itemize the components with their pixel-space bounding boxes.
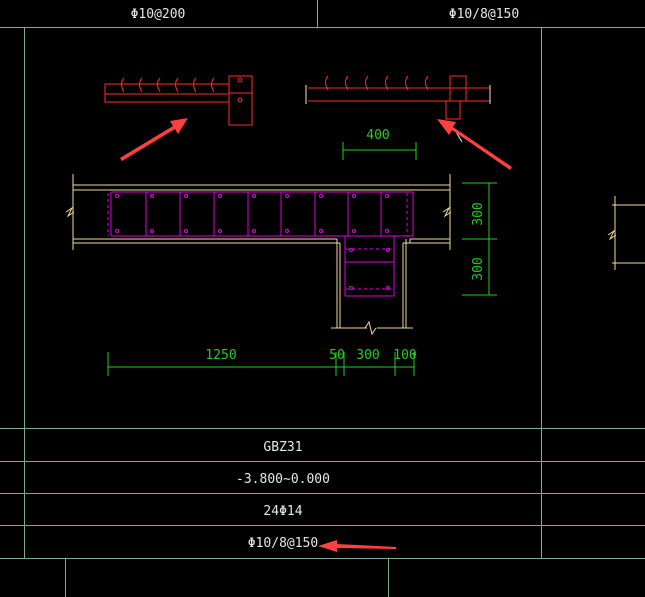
dimension-labels: 400 300 300 1250 50 300 100 <box>205 128 486 363</box>
dim-right-lower: 300 <box>471 257 486 280</box>
red-callout-arrow-icon <box>120 118 512 552</box>
left-rebar-detail <box>104 75 253 126</box>
rebar-dots <box>115 194 390 290</box>
dimension-lines <box>107 142 497 376</box>
dim-bottom-1: 1250 <box>205 348 236 363</box>
table-row-longitudinal-rebar: 24Φ14 <box>263 504 302 519</box>
dim-bottom-3: 300 <box>356 348 379 363</box>
header-right-rebar-text: Φ10/8@150 <box>449 7 519 22</box>
table-row-elevation: -3.800~0.000 <box>236 472 330 487</box>
wall-outline <box>72 174 645 329</box>
dim-bottom-2: 50 <box>329 348 345 363</box>
dim-bottom-4: 100 <box>393 348 416 363</box>
stirrup-dashed-lines <box>107 193 408 290</box>
dim-right-upper: 300 <box>471 202 486 225</box>
right-rebar-detail <box>308 75 490 120</box>
zigzag-break-icon <box>65 206 617 336</box>
dim-top-width: 400 <box>366 128 389 143</box>
table-values: GBZ31 -3.800~0.000 24Φ14 Φ10/8@150 <box>236 440 330 551</box>
table-row-component-id: GBZ31 <box>263 440 302 455</box>
header-left-rebar-text: Φ10@200 <box>131 7 186 22</box>
table-row-stirrup: Φ10/8@150 <box>248 536 318 551</box>
stirrup-group <box>110 191 414 297</box>
